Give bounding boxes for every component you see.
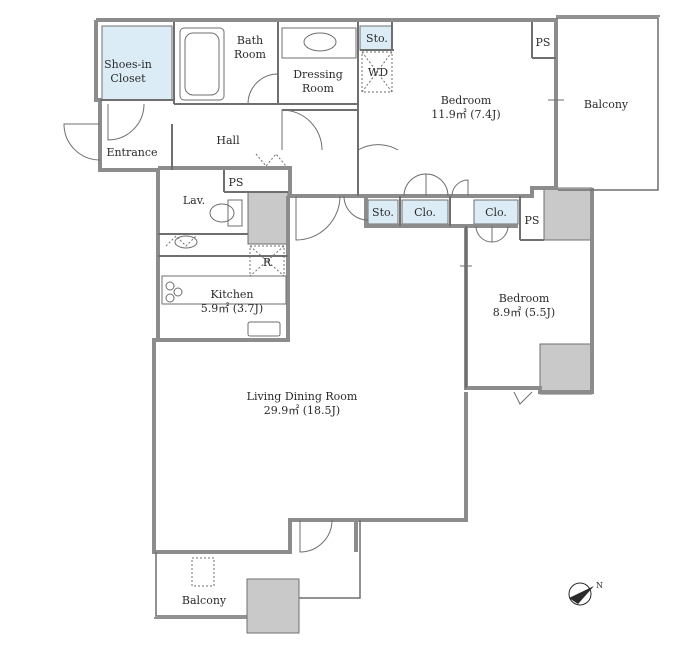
burner-2 [173,287,183,297]
column-balcony [246,578,300,634]
column-bedroom2 [539,343,593,395]
balcony-unit [191,557,215,587]
label-shoes-line1: Shoes-in [104,58,152,71]
storage-fills [101,25,519,225]
fridge-diag-1 [249,245,285,277]
bathtub-inner [184,32,220,96]
door-balcony [299,519,333,553]
label-clo-1: Clo. [414,206,436,219]
wall-right-ldk [356,392,468,522]
compass-label: N [596,581,603,590]
bathtub [179,27,225,101]
column-lav [247,191,289,245]
columns [246,187,593,634]
compass-ring [568,582,592,606]
door-dressing-folding [255,153,287,167]
compass: N [568,581,603,606]
door-sto-mid [343,195,369,221]
label-wd: WD [368,66,388,79]
label-refrigerator: R [263,256,272,269]
door-hall [281,109,323,151]
doors [63,73,564,553]
wall-top [96,18,558,198]
label-hall: Hall [216,134,240,147]
label-shoes-line2: Closet [110,72,146,85]
partitions [100,22,556,388]
wall-kitchen-bottom [158,196,290,342]
dressing-sink [303,32,337,52]
label-bedroom2-area: 8.9㎡ (5.5J) [493,306,555,319]
door-entrance [63,123,101,161]
label-ldk-name: Living Dining Room [247,390,358,403]
door-ldk-right [513,391,533,405]
door-lav-folding [165,235,197,247]
wd-diag-2 [361,51,393,93]
label-ps-lav: PS [229,176,244,189]
wall-left-mid [152,168,358,554]
door-bath [247,73,279,105]
label-kitchen-area: 5.9㎡ (3.7J) [201,302,263,315]
door-bedroom1 [357,144,399,190]
compass-needle-icon [569,586,594,604]
label-sto-top: Sto. [366,32,388,45]
clo-1-fill [401,199,449,225]
label-ps-top: PS [536,36,551,49]
door-clo2 [451,179,469,197]
toilet-bowl [209,203,235,223]
label-bedroom1-name: Bedroom [441,94,492,107]
kitchen-counter [161,275,287,305]
balconies [154,15,660,619]
fixtures [161,27,393,587]
label-bedroom1-area: 11.9㎡ (7.4J) [431,108,500,121]
label-clo-2: Clo. [485,206,507,219]
column-ps-right [543,187,593,241]
label-ps-mid: PS [525,214,540,227]
label-kitchen-name: Kitchen [211,288,254,301]
door-shoes [107,103,145,141]
burner-1 [165,281,175,291]
wall-hall-bottom [158,166,518,228]
door-corridor [295,195,341,241]
balcony-bottom-outline [155,552,247,617]
balcony-bottom-outline-r [299,520,361,599]
label-bedroom2-name: Bedroom [499,292,550,305]
door-clo1 [403,173,449,197]
door-clo2b [475,225,509,243]
wd-box [361,51,393,93]
label-sto-mid: Sto. [372,206,394,219]
lav-sink [174,235,198,249]
walls [94,18,594,554]
label-ldk-area: 29.9㎡ (18.5J) [264,404,340,417]
balcony-right-outline [556,17,659,191]
burner-3 [165,293,175,303]
fridge-diag-2 [249,245,285,277]
label-lav: Lav. [183,194,205,207]
label-balcony-right: Balcony [584,98,629,111]
kitchen-sink [247,321,281,337]
shoes-closet-fill [101,25,173,101]
label-balcony-bottom: Balcony [182,594,227,607]
toilet-tank [227,199,243,227]
dressing-counter [281,27,357,59]
label-entrance: Entrance [106,146,157,159]
